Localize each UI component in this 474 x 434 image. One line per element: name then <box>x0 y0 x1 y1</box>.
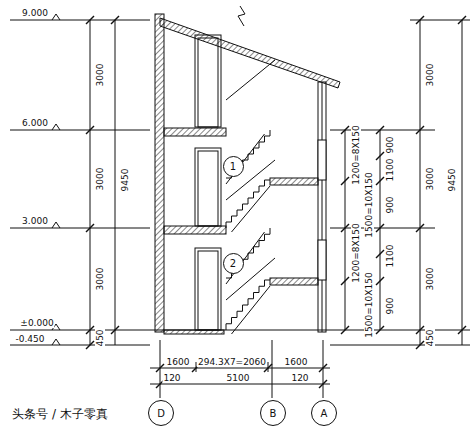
dimension-label: 900 <box>385 296 395 315</box>
axis-bubble: D <box>148 400 174 426</box>
roof-slab <box>160 18 340 88</box>
dimension-label: 1500=10X150 <box>364 171 374 238</box>
elevation-label: ±0.000 <box>19 318 54 328</box>
axis-letter: A <box>321 408 328 419</box>
elevation-label: 9.000 <box>21 8 49 18</box>
axis-bubble: A <box>311 400 337 426</box>
dimension-label: 1500=10X150 <box>364 271 374 338</box>
section-marker: 1 <box>223 156 244 177</box>
dimension-label: 3000 <box>425 63 435 88</box>
dimension-label: 3000 <box>95 267 105 292</box>
dimension-label: 1200=8X150 <box>351 222 361 284</box>
dimension-label: 3000 <box>425 167 435 192</box>
axis-letter: D <box>157 408 165 419</box>
callout-number: 1 <box>230 161 236 172</box>
dimension-label: 1100 <box>385 244 395 269</box>
dimension-label: 294.3X7=2060 <box>197 357 267 367</box>
dimension-label: 120 <box>162 373 181 383</box>
dimension-label: 9450 <box>120 168 130 193</box>
dimension-label: 900 <box>385 195 395 214</box>
dimension-label: 1100 <box>385 158 395 183</box>
dimension-label: 3000 <box>95 63 105 88</box>
dimension-label: 1200=8X150 <box>351 124 361 186</box>
right-wall <box>318 82 326 332</box>
dimension-label: 3000 <box>95 167 105 192</box>
section-marker: 2 <box>223 253 244 274</box>
dimension-label: 450 <box>95 328 105 347</box>
left-wall <box>155 14 164 332</box>
elevation-marks <box>10 14 150 345</box>
axis-letter: B <box>270 408 277 419</box>
dimension-label: 5100 <box>226 373 251 383</box>
elevation-label: 6.000 <box>21 118 49 128</box>
elevation-label: -0.450 <box>14 334 45 344</box>
dimension-label: 120 <box>290 373 309 383</box>
stair-flights <box>226 130 270 334</box>
dimension-label: 900 <box>385 135 395 154</box>
dimension-label: 1600 <box>284 357 309 367</box>
watermark: 头条号 / 木子零真 <box>11 407 109 421</box>
dimension-label: 450 <box>425 328 435 347</box>
dimension-label: 9450 <box>447 168 457 193</box>
dimension-label: 1600 <box>166 357 191 367</box>
dimension-label: 3000 <box>425 267 435 292</box>
callout-number: 2 <box>230 258 236 269</box>
axis-bubble: B <box>260 400 286 426</box>
elevation-label: 3.000 <box>21 216 49 226</box>
